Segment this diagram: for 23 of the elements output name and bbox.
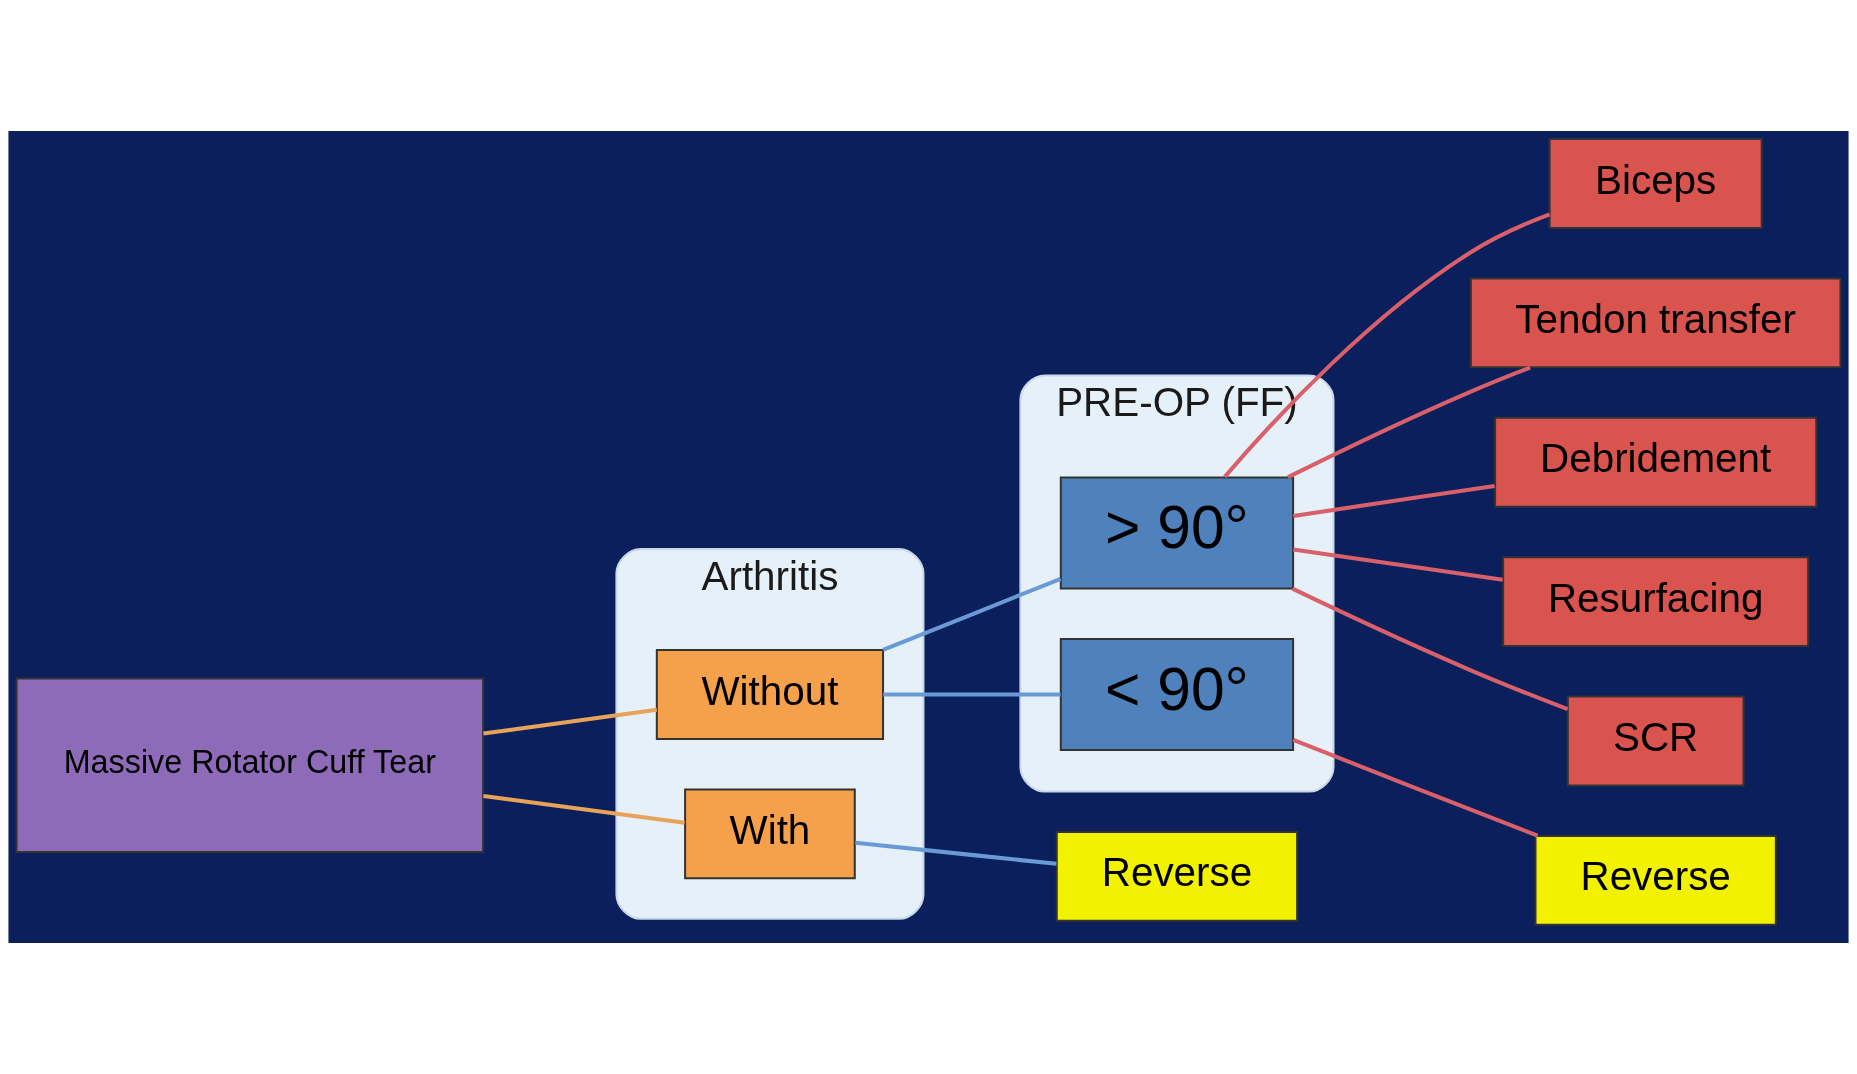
node-box: Reverse xyxy=(1534,834,1777,926)
node-box: SCR xyxy=(1566,695,1745,787)
connector xyxy=(855,840,1057,866)
connector xyxy=(1287,365,1531,479)
node-box: < 90° xyxy=(1059,638,1295,752)
connector xyxy=(883,692,1061,697)
node-box: > 90° xyxy=(1059,476,1295,590)
node-box: Debridement xyxy=(1494,416,1818,508)
node-box: Resurfacing xyxy=(1502,556,1810,648)
connector xyxy=(483,794,685,825)
node-box: Massive Rotator Cuff Tear xyxy=(15,677,485,854)
node-box: With xyxy=(684,788,856,880)
connector xyxy=(483,707,658,736)
connector xyxy=(1223,212,1551,479)
node-box: Tendon transfer xyxy=(1469,277,1842,369)
node-box: Reverse xyxy=(1055,830,1299,922)
node-box: Without xyxy=(655,649,885,740)
node-box: Biceps xyxy=(1548,138,1763,229)
connector xyxy=(1292,483,1495,518)
connector xyxy=(1292,547,1503,582)
connector xyxy=(1291,586,1569,712)
connector xyxy=(1292,737,1539,838)
connector xyxy=(882,576,1062,652)
